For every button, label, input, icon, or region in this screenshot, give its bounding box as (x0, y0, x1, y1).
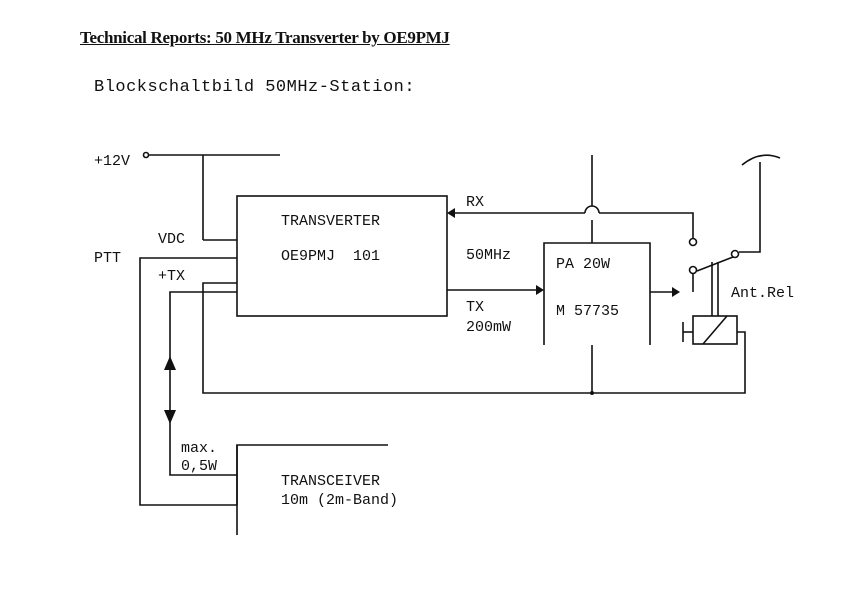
relay-coil-slash (702, 315, 728, 345)
relay-contact-rx (688, 237, 698, 247)
rx-label: RX (466, 194, 484, 211)
ptt-label: PTT (94, 250, 121, 267)
arrow-down-marker (164, 410, 176, 424)
tx-arrow (536, 285, 544, 295)
transceiver-name: TRANSCEIVER (281, 473, 380, 490)
freq-label: 50MHz (466, 247, 511, 264)
diagram-subtitle: Blockschaltbild 50MHz-Station: (94, 78, 416, 97)
rf-wire (169, 291, 237, 476)
transceiver-model: 10m (2m-Band) (281, 492, 398, 509)
ptt-wire (139, 257, 237, 506)
pa-model: M 57735 (556, 303, 619, 320)
antenna-feed (739, 162, 761, 253)
max-power-label: 0,5W (181, 458, 217, 475)
vdc-label: VDC (158, 231, 185, 248)
transceiver-block (236, 444, 388, 535)
rx-arrow (447, 208, 455, 218)
relay-common (730, 249, 740, 259)
pa-out-arrow (672, 287, 680, 297)
supply-label: +12V (94, 153, 130, 170)
max-label: max. (181, 440, 217, 457)
relay-coil (692, 315, 738, 345)
arrow-up-marker (164, 356, 176, 370)
pa-block (543, 242, 651, 345)
supply-terminal (142, 151, 150, 159)
pa-name: PA 20W (556, 256, 610, 273)
transverter-block (236, 195, 448, 317)
transverter-name: TRANSVERTER (281, 213, 380, 230)
page-title: Technical Reports: 50 MHz Transverter by… (80, 28, 450, 47)
ant-rel-label: Ant.Rel (731, 285, 794, 302)
relay-contact-tx (688, 265, 698, 275)
tx-out-label: TX (466, 299, 484, 316)
antenna-icon (741, 154, 781, 166)
rx-crossover (584, 205, 600, 214)
relay-switch-arm (696, 256, 734, 272)
transverter-model: OE9PMJ 101 (281, 248, 380, 265)
tx-in-label: +TX (158, 268, 185, 285)
tx-control-wire (202, 282, 746, 394)
tx-power-label: 200mW (466, 319, 511, 336)
rx-wire (599, 212, 694, 238)
